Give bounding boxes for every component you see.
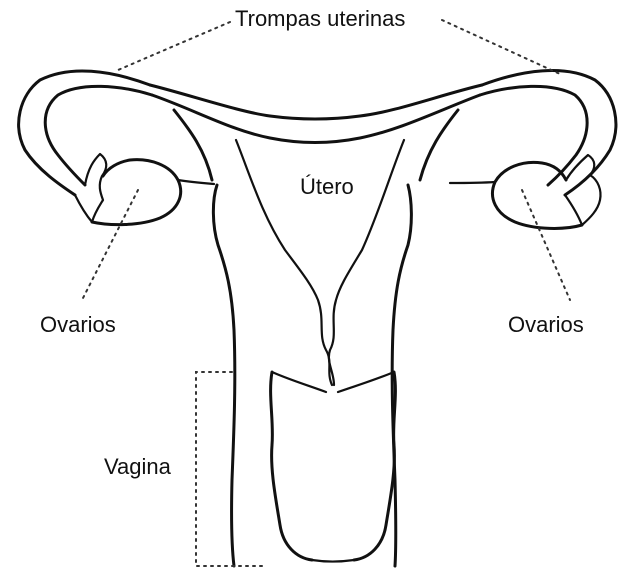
leader-tubes-right: [442, 20, 560, 74]
vagina-bottom: [312, 560, 354, 562]
uterus-right-wall: [420, 110, 458, 180]
fallopian-tubes-label: Trompas uterinas: [235, 8, 405, 30]
right-ovarian-ligament: [450, 182, 495, 183]
leader-ovary-right: [522, 190, 570, 300]
leader-tubes-left: [118, 22, 230, 70]
uterus-outer-outline: [213, 185, 411, 566]
left-fallopian-tube: [19, 71, 152, 195]
leader-ovary-left: [82, 190, 138, 300]
left-ovarian-ligament: [178, 180, 214, 184]
vagina-left-wall: [271, 372, 312, 560]
vagina-label: Vagina: [104, 456, 171, 478]
vagina-right-wall: [354, 372, 395, 560]
left-fimbriae: [75, 154, 106, 222]
uterus-label: Útero: [300, 176, 354, 198]
left-ovary-label: Ovarios: [40, 314, 116, 336]
leader-vagina-bracket: [196, 372, 262, 566]
uterus-left-wall: [174, 110, 212, 180]
right-ovary-label: Ovarios: [508, 314, 584, 336]
right-ovary: [492, 162, 582, 228]
